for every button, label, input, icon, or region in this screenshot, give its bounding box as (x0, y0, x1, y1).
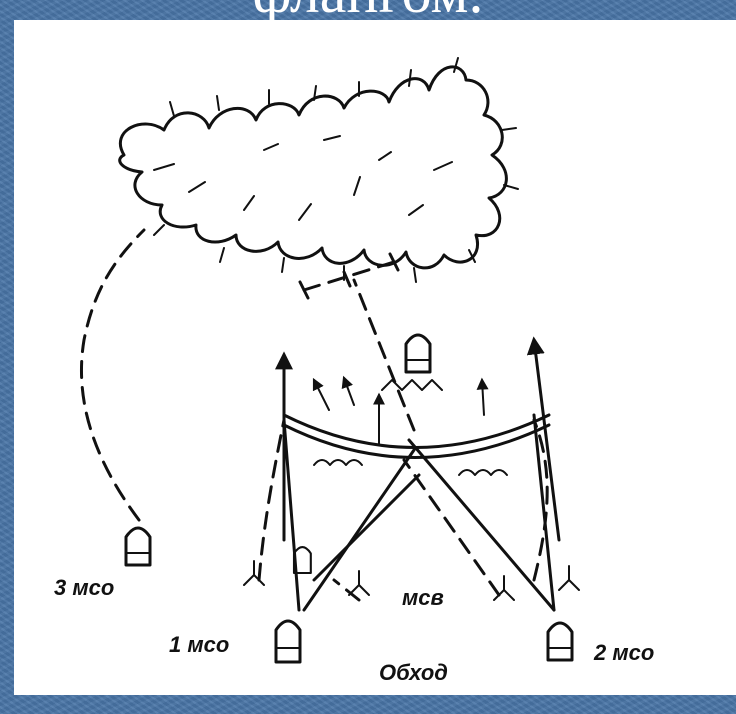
forest-icon (120, 67, 507, 268)
trench-left (314, 460, 362, 465)
label-squad2: 2 мсо (593, 640, 654, 665)
cross-line (534, 415, 554, 610)
label-squad3: 3 мсо (54, 575, 114, 600)
squad3-route (81, 230, 144, 520)
arrow-icon (314, 380, 329, 410)
vehicle-icon (276, 621, 300, 662)
cross-line (314, 475, 419, 580)
center-obstacle (382, 380, 442, 390)
label-squad1: 1 мсо (169, 632, 229, 657)
slide-heading: флангом. (0, 0, 736, 20)
cross-line (284, 420, 299, 610)
trench-right (459, 470, 507, 475)
tactical-diagram: 3 мсо 1 мсо мсв Обход 2 мсо (14, 20, 736, 695)
forest-texture (154, 136, 452, 220)
vehicle-icon (126, 528, 150, 565)
arrow-icon (344, 378, 354, 405)
diagram-panel: 3 мсо 1 мсо мсв Обход 2 мсо (14, 20, 736, 695)
vehicle-icon (406, 335, 430, 372)
approach-left (259, 420, 284, 580)
forest-fringe (154, 58, 518, 282)
label-platoon: мсв (402, 585, 444, 610)
vehicle-icon (548, 623, 572, 660)
label-bypass: Обход (379, 660, 448, 685)
arrow-icon (482, 380, 484, 415)
